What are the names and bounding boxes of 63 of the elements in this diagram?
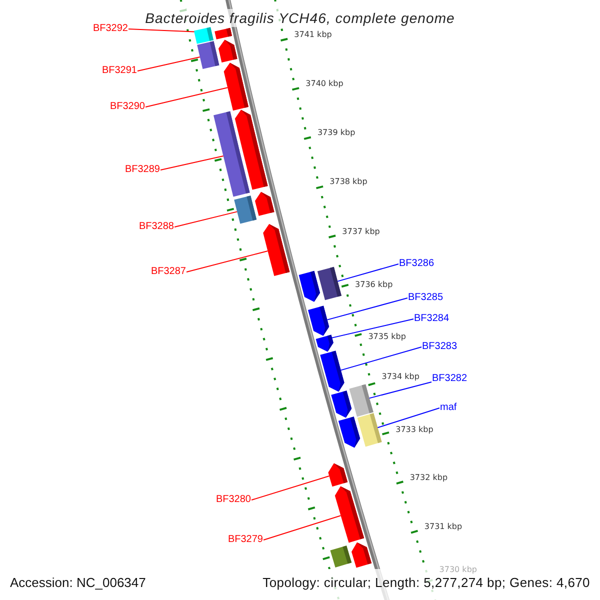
leader-line — [145, 87, 228, 108]
scale-label: 3731 kbp — [424, 522, 462, 532]
gene-feature — [308, 306, 330, 336]
gene-block — [197, 41, 220, 69]
footer-text: Topology: circular; Length: 5,277,274 bp; Genes: 4,670 — [262, 576, 590, 589]
gene-feature — [334, 486, 364, 543]
gene-label: BF3289 — [124, 164, 160, 176]
gene-feature — [331, 390, 352, 418]
gene-label: BF3291 — [102, 65, 137, 77]
gene-label: BF3286 — [399, 258, 434, 270]
leader-line — [337, 264, 399, 282]
leader-line — [186, 250, 268, 272]
gene-block — [330, 546, 352, 568]
gene-label: BF3280 — [216, 494, 251, 506]
scale-label: 3737 kbp — [342, 226, 380, 237]
scale-label: 3738 kbp — [330, 177, 368, 188]
gene-block — [194, 27, 214, 44]
scale-label: 3733 kbp — [396, 425, 434, 436]
scale-label: 3732 kbp — [410, 472, 448, 483]
scale-label: 3741 kbp — [294, 30, 332, 40]
gene-feature — [263, 224, 290, 276]
gene-feature — [338, 416, 360, 448]
leader-line — [368, 382, 432, 399]
leader-line — [377, 408, 440, 428]
gene-block — [214, 28, 232, 40]
gene-feature — [255, 192, 274, 216]
gene-feature — [328, 463, 348, 487]
leader-line — [332, 318, 414, 338]
scale-label: 3735 kbp — [368, 332, 406, 342]
gene-label: BF3287 — [150, 266, 186, 278]
footer-text: Accession: NC_006347 — [10, 576, 146, 589]
leader-line — [160, 156, 224, 170]
scale-label: 3730 kbp — [439, 565, 477, 576]
gene-label: BF3285 — [408, 292, 444, 304]
gene-label: BF3290 — [110, 101, 145, 113]
leader-line — [251, 476, 330, 500]
gene-label: BF3284 — [414, 313, 450, 325]
gene-block — [349, 384, 374, 417]
gene-label: BF3279 — [228, 534, 263, 546]
gene-feature — [316, 334, 334, 352]
gene-label: maf — [440, 402, 457, 414]
leader-line — [137, 56, 200, 72]
scale-label: 3739 kbp — [317, 128, 356, 138]
scale-label: 3740 kbp — [306, 78, 344, 89]
gene-label: BF3292 — [92, 23, 128, 35]
gene-block — [317, 266, 342, 300]
gene-feature — [320, 350, 344, 392]
gene-block — [234, 196, 257, 224]
gene-block — [357, 413, 382, 447]
gene-feature — [224, 62, 248, 111]
leader-line — [326, 298, 408, 320]
gene-feature — [234, 110, 268, 190]
leader-line — [340, 346, 422, 371]
scale-label: 3734 kbp — [382, 372, 420, 382]
gene-label: BF3288 — [138, 221, 174, 233]
gene-label: BF3283 — [422, 341, 458, 353]
scale-label: 3736 kbp — [355, 280, 393, 290]
leader-line — [174, 211, 238, 228]
gene-label: BF3282 — [432, 373, 468, 385]
leader-line — [263, 515, 342, 540]
gene-feature — [352, 542, 372, 568]
gene-feature — [298, 270, 320, 302]
leader-line — [128, 28, 195, 32]
